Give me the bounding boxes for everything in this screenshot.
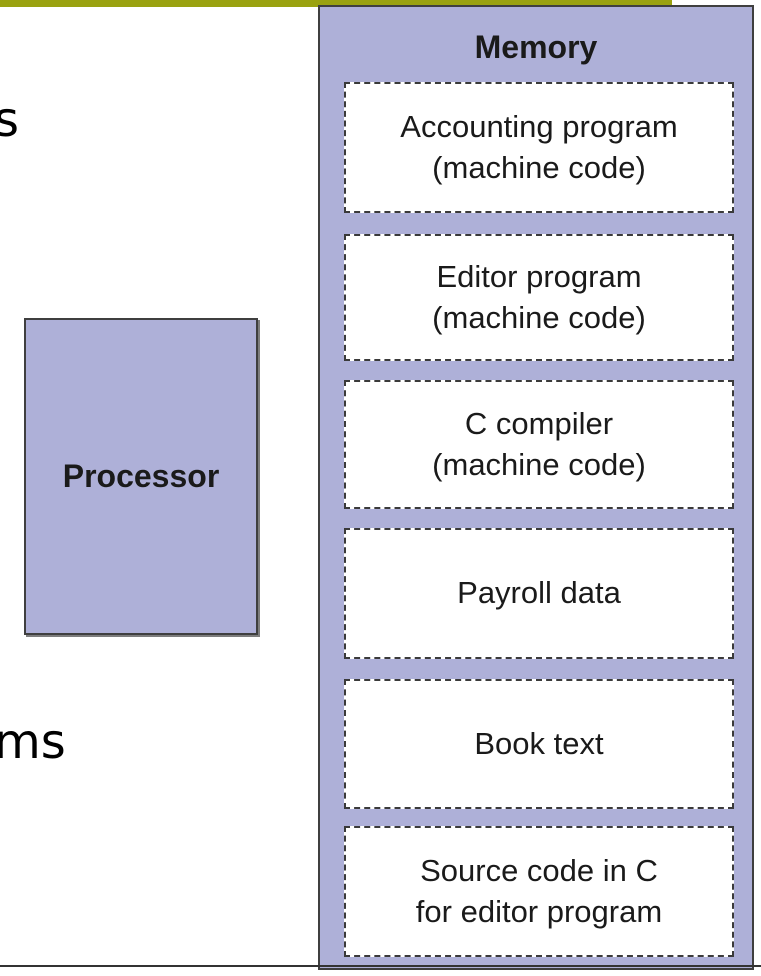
memory-block-line-2: (machine code) [432,149,646,185]
memory-block-editor-program: Editor program (machine code) [344,234,734,361]
slide-text-fragment-1: s [0,92,20,148]
slide-text-fragment-2: ms [0,714,66,770]
memory-block-line-2: (machine code) [432,299,646,335]
processor-label: Processor [62,458,220,494]
memory-block-line-2: (machine code) [432,446,646,482]
memory-block-c-compiler: C compiler (machine code) [344,380,734,509]
memory-title: Memory [474,29,598,65]
memory-block-accounting-program: Accounting program (machine code) [344,82,734,213]
memory-block-line-1: Accounting program [400,109,678,145]
memory-block-source-code: Source code in C for editor program [344,826,734,957]
memory-block-line-1: Source code in C [420,853,658,889]
slide-accent-bar [0,0,672,7]
memory-block-line-1: Payroll data [457,575,621,611]
memory-block-payroll-data: Payroll data [344,528,734,659]
processor-box: Processor [24,318,258,635]
memory-block-line-1: Book text [474,725,604,761]
memory-block-book-text: Book text [344,679,734,809]
memory-block-line-1: C compiler [464,406,614,442]
memory-block-line-2: for editor program [415,893,663,929]
memory-block-line-1: Editor program [436,259,642,295]
memory-box: Memory Accounting program (machine code)… [318,5,754,970]
slide-bottom-rule [0,965,761,967]
